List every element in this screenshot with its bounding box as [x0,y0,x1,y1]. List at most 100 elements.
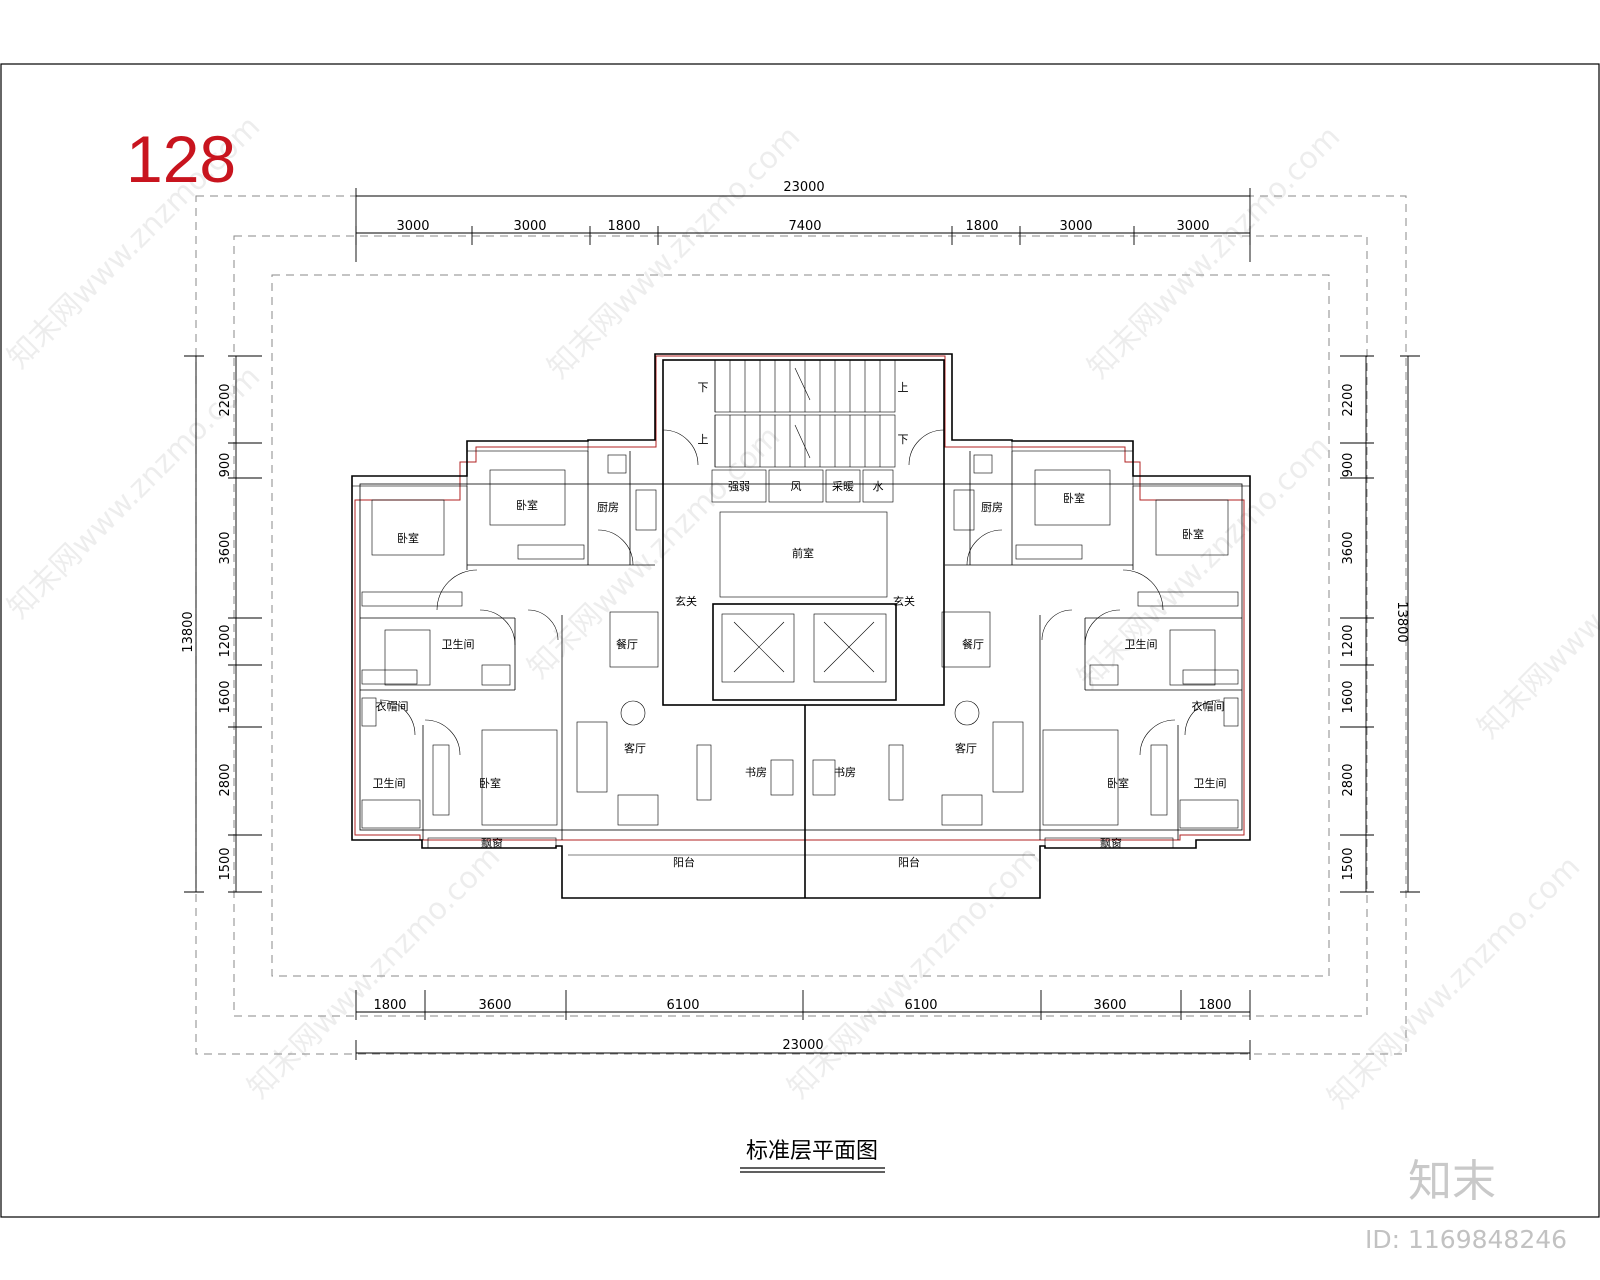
tv-cabinet [696,744,712,801]
watermark-text: 知末网www.znzmo.com [521,419,787,685]
bay-window-right [1044,837,1174,849]
sheet-number: 128 [126,122,236,196]
dim-bottom-segments: 1800 3600 6100 6100 3600 1800 [373,998,1231,1013]
room-label: 餐厅 [962,637,984,651]
room-label: 卧室 [516,498,538,512]
elevator-car-left [721,613,795,683]
dimension-lines [184,188,1420,1060]
door-arc [1084,609,1121,646]
room-label: 卧室 [1063,491,1085,505]
dim-bottom-seg-label: 1800 [373,998,406,1013]
wardrobe [361,591,463,607]
tv-cabinet [888,744,904,801]
dim-left-seg-label: 1500 [218,847,233,880]
dim-left-seg-label: 3600 [218,531,233,564]
room-label: 书房 [745,766,767,779]
room-label: 厨房 [981,501,1003,514]
room-label: 卧室 [1182,527,1204,541]
closet-rail [1182,669,1239,685]
sofa [576,721,608,793]
closet-rail [361,669,418,685]
dim-right-seg-label: 2200 [1341,383,1356,416]
left-unit-walls [360,451,655,840]
door-arc [436,569,478,611]
room-label: 阳台 [898,855,920,869]
outer-setback-boundary [195,195,1407,1055]
door-arc [379,699,416,736]
side-table [620,700,646,726]
dim-bottom-total-label: 23000 [782,1038,823,1053]
shaft-water-label: 水 [873,480,884,493]
kitchen-sink [607,454,627,474]
door-arc [424,719,461,756]
stair-down-label: 下 [898,433,909,446]
dim-top-seg-label: 3000 [1176,219,1209,234]
elevator-lobby-label: 前室 [792,546,814,560]
room-label: 卫生间 [442,637,475,651]
room-label: 卫生间 [1125,637,1158,651]
core: 下 上 上 下 强弱 风 采暖 水 前室 [662,359,945,706]
basin [481,664,511,686]
room-label: 衣帽间 [1192,699,1225,713]
room-label: 玄关 [675,594,697,608]
shaft-ventilation [768,469,824,503]
dim-top-seg-label: 1800 [965,219,998,234]
dim-left-seg-label: 2200 [218,383,233,416]
elevator-x-line [823,621,875,673]
dim-left-seg-label: 1600 [218,680,233,713]
armchair [617,794,659,826]
master-bed [1042,729,1119,826]
shaft-water [862,469,894,503]
wardrobe [1015,544,1083,560]
room-label: 客厅 [624,741,646,755]
room-label: 衣帽间 [376,699,409,713]
side-table [954,700,980,726]
stair-break-line [794,367,811,401]
study-desk [770,759,794,796]
bay-window-left [427,837,557,849]
watermark-text: 知末网www.znzmo.com [241,839,507,1105]
door-arc [908,429,945,466]
parapet [466,440,589,452]
door-arc [1041,609,1073,641]
watermark-text: 知末网www.znzmo.com [1471,479,1600,745]
shower [384,629,431,686]
door-arc [1139,719,1176,756]
basin [1089,664,1119,686]
dim-right: 13800 2200 900 3600 1200 1600 2800 1500 [1341,383,1409,880]
dim-bottom-seg-label: 6100 [666,998,699,1013]
furniture [361,454,1239,829]
shaft-electrical [711,469,767,503]
watermark-text: 知末网www.znzmo.com [541,119,807,385]
watermark-text: 知末网www.znzmo.com [1071,429,1337,695]
stair-up-label: 上 [698,433,709,446]
room-label: 书房 [834,766,856,779]
bathtub [1179,799,1239,829]
shaft-heating-label: 采暖 [832,480,854,493]
elevator-car-right [813,613,887,683]
parapet [1011,440,1134,452]
watermark-text: 知末网www.znzmo.com [781,839,1047,1105]
closet-shelf [361,697,377,727]
dim-right-seg-label: 1500 [1341,847,1356,880]
drawing-title: 标准层平面图 [746,1139,878,1164]
dim-top-total-label: 23000 [783,180,824,195]
dim-bottom-seg-label: 1800 [1198,998,1231,1013]
dim-top-seg-label: 3000 [1059,219,1092,234]
room-label: 厨房 [597,501,619,514]
dim-bottom-seg-label: 3600 [1093,998,1126,1013]
interior-wall-line [359,483,1243,831]
dim-top-seg-label: 7400 [788,219,821,234]
door-arc [966,529,1003,566]
bed [1034,469,1111,526]
room-label: 阳台 [673,855,695,869]
room-label: 卧室 [397,531,419,545]
door-arc [662,429,699,466]
dim-top-seg-label: 3000 [396,219,429,234]
watermark-text: 知末网www.znzmo.com [1321,849,1587,1115]
wardrobe [1150,744,1168,816]
stove [635,489,657,531]
dim-top-seg-label: 3000 [513,219,546,234]
dim-bottom-total: 23000 [782,1038,823,1053]
room-label: 飘窗 [481,836,503,850]
